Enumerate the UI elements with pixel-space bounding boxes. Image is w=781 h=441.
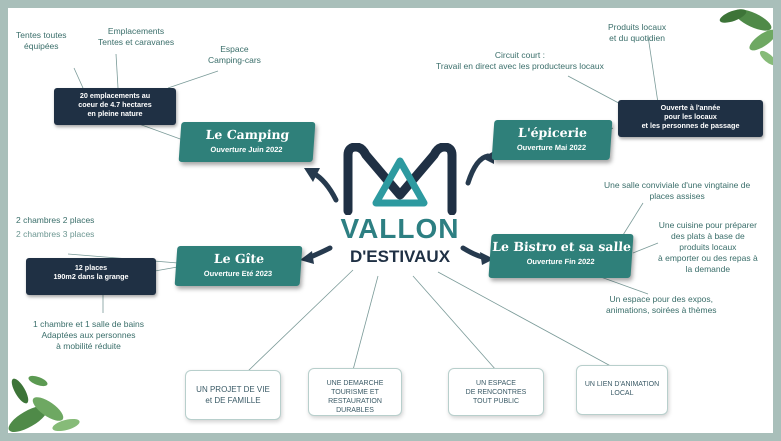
label-espace-expos: Un espace pour des expos, animations, so… (606, 294, 717, 315)
gite-node: Le Gîte Ouverture Eté 2023 (174, 246, 303, 286)
logo: VALLON D'ESTIVAUX (330, 143, 470, 278)
connector-lines (67, 35, 659, 372)
label-salle-de-bains: 1 chambre et 1 salle de bains Adaptées a… (33, 319, 145, 351)
label-tentes: Tentes toutes équipées (16, 30, 67, 51)
label-chambres-3-places: 2 chambres 3 places (16, 229, 95, 239)
leaf-decoration-top-right (719, 9, 773, 66)
leaf-decoration-bottom-left (8, 375, 80, 432)
label-espace-camping-cars: Espace Camping-cars (208, 44, 261, 65)
value-box-demarche-durable: UNE DEMARCHE TOURISME ET RESTAURATION DU… (308, 368, 402, 416)
logo-title: VALLON (340, 213, 460, 244)
label-chambres-2-places: 2 chambres 2 places (16, 215, 95, 225)
bistro-node: Le Bistro et sa salle Ouverture Fin 2022 (488, 234, 634, 278)
epicerie-detail-box: Ouverte à l'année pour les locaux et les… (618, 100, 763, 137)
gite-detail-box: 12 places 190m2 dans la grange (26, 258, 156, 295)
camping-node: Le Camping Ouverture Juin 2022 (178, 122, 316, 162)
label-produits-locaux: Produits locaux et du quotidien (608, 22, 667, 43)
logo-subtitle: D'ESTIVAUX (349, 247, 451, 266)
epicerie-node: L'épicerie Ouverture Mai 2022 (491, 120, 613, 160)
value-box-espace-rencontres: UN ESPACE DE RENCONTRES TOUT PUBLIC (448, 368, 544, 416)
label-cuisine: Une cuisine pour préparer des plats à ba… (658, 220, 758, 274)
value-box-projet-de-vie: UN PROJET DE VIE et DE FAMILLE (185, 370, 281, 420)
label-salle-conviviale: Une salle conviviale d'une vingtaine de … (604, 180, 751, 201)
label-emplacements: Emplacements Tentes et caravanes (98, 26, 175, 47)
camping-detail-box: 20 emplacements au coeur de 4.7 hectares… (54, 88, 176, 125)
label-circuit-court: Circuit court : Travail en direct avec l… (436, 50, 604, 71)
value-box-lien-animation: UN LIEN D'ANIMATION LOCAL (576, 365, 668, 415)
mountain-logo-icon (343, 143, 457, 215)
mind-map: Tentes toutes équipées Emplacements Tent… (8, 8, 773, 433)
